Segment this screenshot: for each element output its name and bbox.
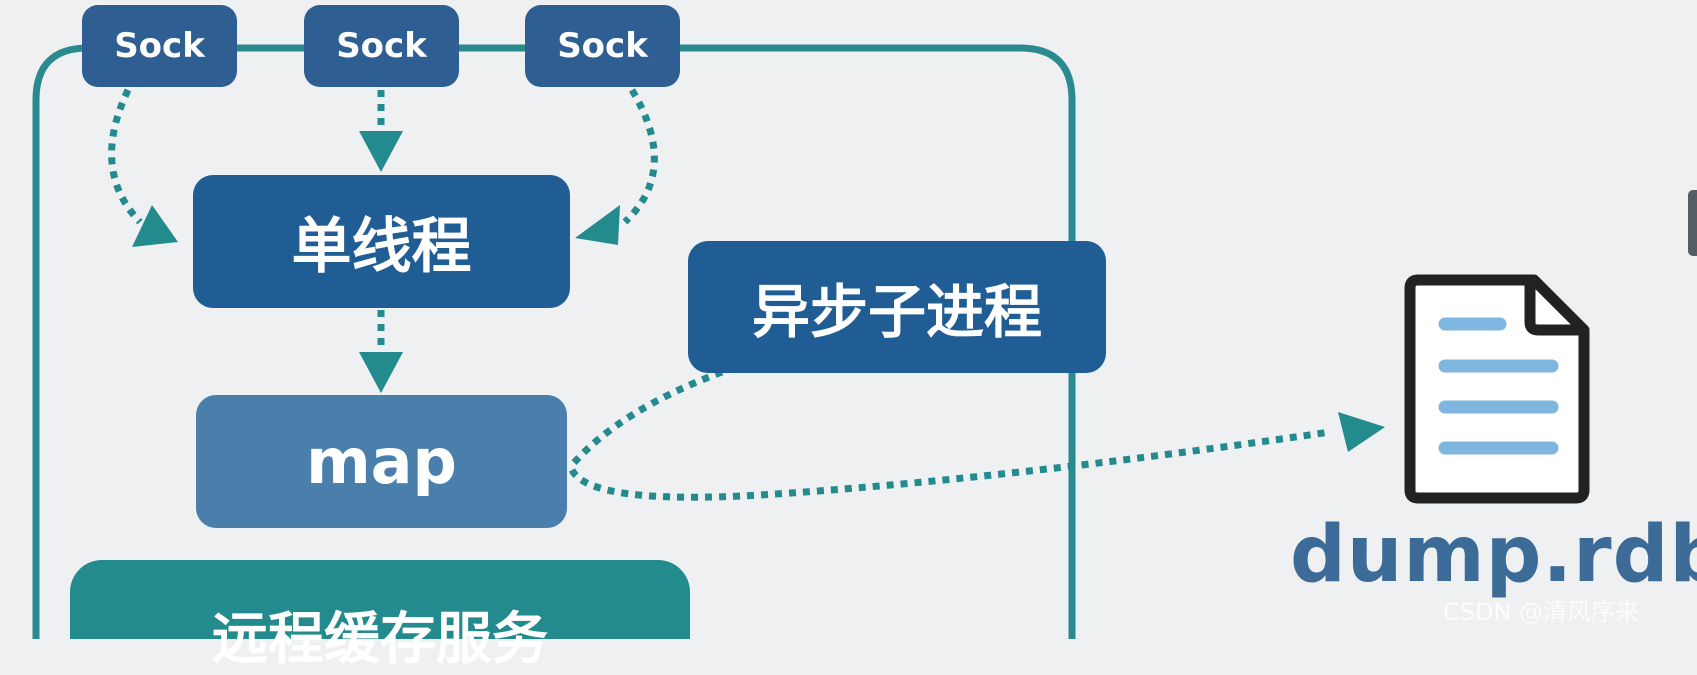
file-caption: dump.rdb (1290, 510, 1697, 600)
scroll-handle[interactable] (1688, 190, 1697, 256)
arrow-sock3-to-thread (622, 88, 658, 225)
arrow-map-to-file (568, 428, 1331, 501)
async-child-process-node: 异步子进程 (688, 241, 1106, 373)
link-async-to-map (569, 368, 724, 468)
remote-cache-service-node: 远程缓存服务 (70, 560, 690, 672)
arrowhead-sock1 (132, 205, 178, 247)
sock-node-1: Sock (82, 5, 237, 87)
document-icon (1404, 274, 1590, 504)
watermark: CSDN @清风序来 (1443, 598, 1640, 626)
diagram-canvas: Sock Sock Sock 单线程 异步子进程 map 远程缓存服务 dump… (32, 5, 1697, 672)
arrow-sock1-to-thread (108, 88, 143, 225)
sock-node-2: Sock (304, 5, 459, 87)
single-thread-node: 单线程 (193, 175, 570, 308)
arrowhead-sock3 (575, 205, 620, 245)
arrowhead-sock2 (359, 131, 403, 172)
arrowhead-file (1338, 412, 1385, 452)
connectors-layer (32, 44, 1590, 639)
map-node: map (196, 395, 567, 528)
arrowhead-map (359, 352, 403, 393)
sock-node-3: Sock (525, 5, 680, 87)
